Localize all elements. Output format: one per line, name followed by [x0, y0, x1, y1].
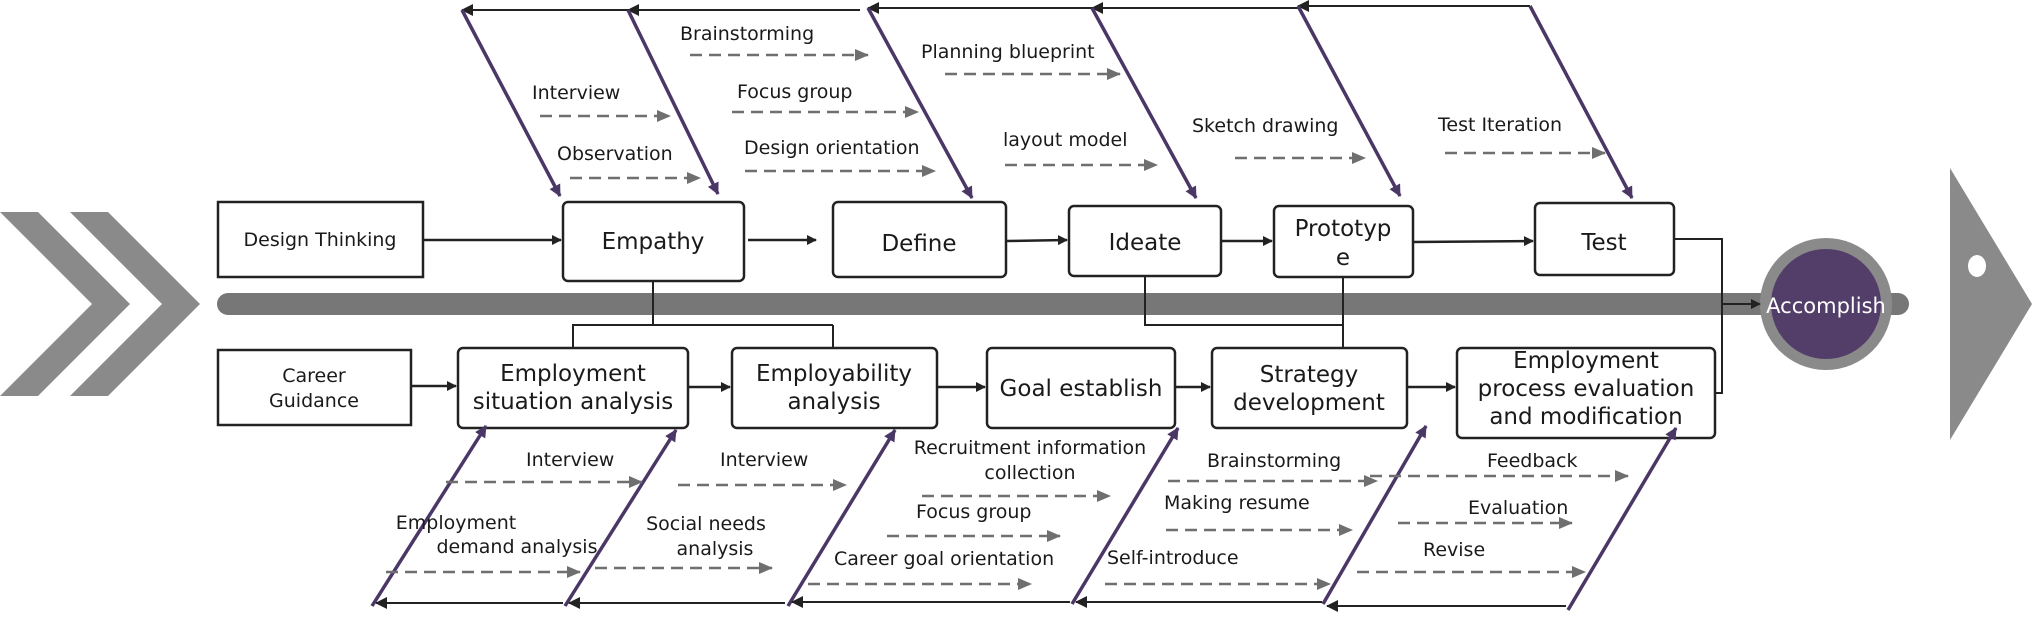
note-employment-demand-line2: demand analysis: [437, 536, 598, 558]
employment-situation-box: [456, 346, 690, 430]
note-interview-b1: Interview: [526, 449, 614, 471]
top-dashed-arrows: [540, 49, 1606, 184]
note-recruitment-line2: collection: [984, 462, 1075, 484]
define-label: Define: [881, 231, 956, 257]
bottom-box-labels: Career Guidance Employment situation ana…: [269, 348, 1694, 430]
note-self-introduce: Self-introduce: [1107, 547, 1239, 569]
career-guidance-label-line2: Guidance: [269, 390, 359, 412]
note-making-resume: Making resume: [1164, 492, 1310, 514]
note-employment-demand-line1: Employment: [396, 512, 516, 534]
prototype-label-line1: Prototyp: [1295, 216, 1392, 242]
note-sketch-drawing: Sketch drawing: [1192, 115, 1339, 137]
accomplish-label: Accomplish: [1766, 294, 1886, 318]
note-design-orientation: Design orientation: [744, 137, 920, 159]
accomplish-node: Accomplish: [1760, 238, 1892, 370]
note-focus-group-top: Focus group: [737, 81, 852, 103]
left-chevron-icon: [0, 212, 200, 396]
test-label: Test: [1580, 230, 1626, 256]
empathy-label: Empathy: [602, 229, 705, 255]
note-feedback: Feedback: [1487, 450, 1577, 472]
note-social-needs-line1: Social needs: [646, 513, 766, 535]
note-interview-top: Interview: [532, 82, 620, 104]
bottom-return-arrows: [375, 596, 1566, 612]
career-guidance-box: [216, 348, 413, 427]
top-box-labels: Design Thinking Empathy Define Ideate Pr…: [244, 216, 1627, 271]
top-boxes: [216, 200, 1676, 283]
evaluation-label-line2: process evaluation: [1478, 376, 1695, 402]
right-arrow-icon: [1950, 168, 2032, 440]
employability-box: [730, 346, 939, 430]
define-box: [831, 200, 1008, 279]
note-layout-model: layout model: [1003, 129, 1127, 151]
note-interview-b2: Interview: [720, 449, 808, 471]
employment-situation-label-line2: situation analysis: [473, 389, 674, 415]
note-evaluation: Evaluation: [1468, 497, 1568, 519]
prototype-label-line2: e: [1336, 245, 1350, 271]
career-guidance-label-line1: Career: [282, 365, 346, 387]
note-brainstorming-b: Brainstorming: [1207, 450, 1341, 472]
employability-label-line2: analysis: [787, 389, 880, 415]
top-flow-arrows: [423, 235, 1534, 247]
note-test-iteration: Test Iteration: [1437, 114, 1562, 136]
note-social-needs-line2: analysis: [677, 538, 754, 560]
note-focus-group-b: Focus group: [916, 501, 1031, 523]
note-brainstorming-top: Brainstorming: [680, 23, 814, 45]
strategy-label-line2: development: [1233, 390, 1385, 416]
strategy-label-line1: Strategy: [1260, 362, 1359, 388]
evaluation-box: [1455, 346, 1717, 440]
evaluation-label-line3: and modification: [1489, 404, 1682, 430]
goal-establish-label: Goal establish: [1000, 376, 1163, 402]
top-notes: Interview Observation Brainstorming Focu…: [532, 23, 1562, 165]
note-planning-blueprint: Planning blueprint: [921, 41, 1095, 63]
employment-situation-label-line1: Employment: [500, 361, 646, 387]
row-connectors: [572, 238, 1761, 394]
design-thinking-label: Design Thinking: [244, 229, 397, 251]
top-return-arrows: [461, 0, 1530, 16]
ideate-label: Ideate: [1109, 230, 1182, 256]
bottom-purple-bones: [370, 425, 1678, 611]
strategy-box: [1210, 346, 1409, 430]
note-career-goal: Career goal orientation: [834, 548, 1054, 570]
bottom-flow-arrows: [411, 381, 1456, 392]
top-purple-bones: [460, 5, 1634, 199]
bottom-notes: Interview Employment demand analysis Int…: [396, 437, 1578, 570]
note-observation: Observation: [557, 143, 673, 165]
note-recruitment-line1: Recruitment information: [914, 437, 1146, 459]
bottom-dashed-arrows: [386, 470, 1629, 590]
note-revise: Revise: [1423, 539, 1485, 561]
evaluation-label-line1: Employment: [1513, 348, 1659, 374]
employability-label-line1: Employability: [756, 361, 912, 387]
